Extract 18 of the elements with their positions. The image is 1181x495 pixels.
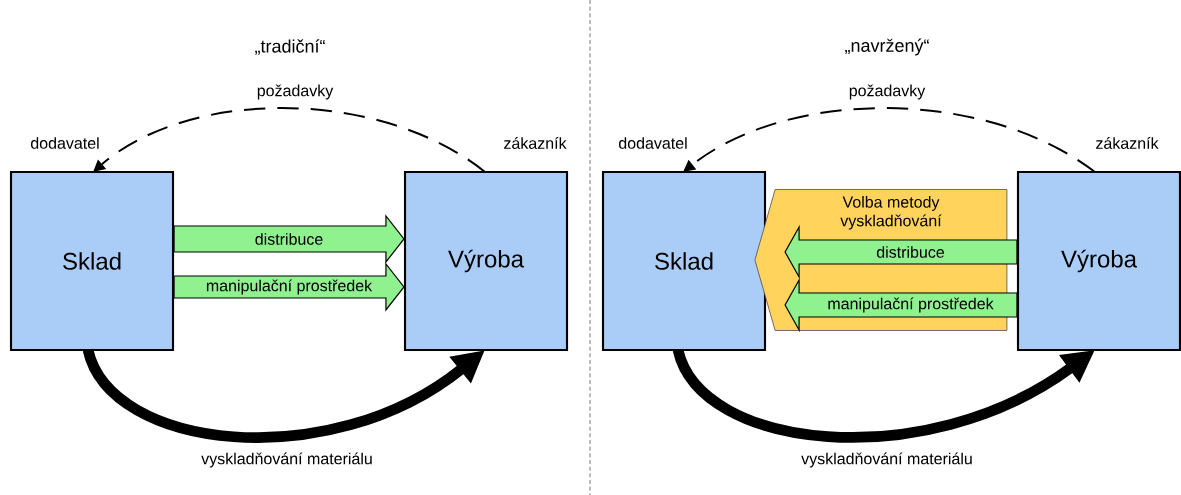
panel-title: „tradiční“ bbox=[255, 39, 325, 55]
process-box: Sklad bbox=[9, 170, 175, 352]
edge-label: vyskladňování materiálu bbox=[799, 451, 975, 469]
role-label: dodavatel bbox=[619, 137, 687, 149]
dashed-arrow bbox=[93, 107, 486, 173]
edge-label: požadavky bbox=[847, 83, 927, 101]
process-box: Sklad bbox=[601, 170, 767, 352]
process-box: Výroba bbox=[403, 170, 569, 352]
role-label: zákazník bbox=[1096, 137, 1159, 149]
panel-title: „navržený“ bbox=[845, 38, 929, 56]
role-label: zákazník bbox=[504, 137, 567, 149]
edge-label: distribuce bbox=[254, 232, 324, 246]
edge-label: požadavky bbox=[255, 83, 335, 101]
role-label: dodavatel bbox=[31, 137, 99, 149]
edge-label: vyskladňování materiálu bbox=[199, 451, 375, 469]
process-box: Výroba bbox=[1016, 170, 1181, 352]
dashed-arrow bbox=[683, 107, 1096, 173]
edge-label: distribuce bbox=[875, 245, 946, 259]
